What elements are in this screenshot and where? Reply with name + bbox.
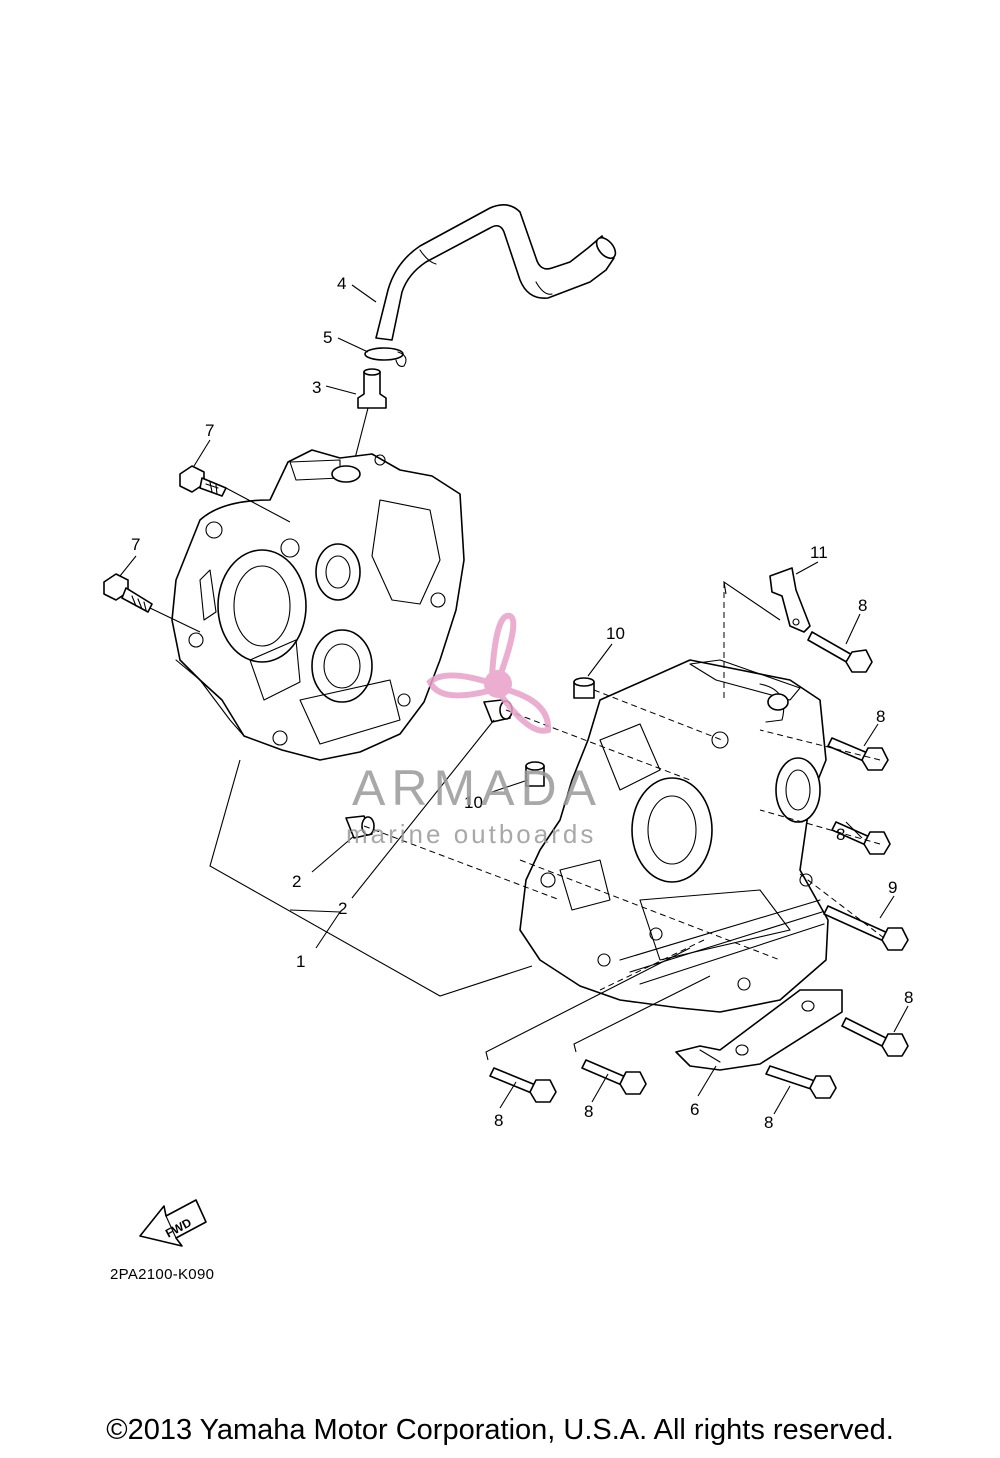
- diagram-code: 2PA2100-K090: [110, 1266, 215, 1283]
- callout-8: 8: [876, 707, 885, 726]
- callout-7: 7: [205, 421, 214, 440]
- bracket: [769, 567, 811, 633]
- callout-8: 8: [764, 1113, 773, 1132]
- callout-4: 4: [337, 274, 346, 293]
- propeller-logo-icon: [426, 612, 552, 734]
- callout-2: 2: [292, 872, 301, 891]
- callout-8: 8: [858, 596, 867, 615]
- bolt-7-upper: [179, 465, 227, 497]
- breather-hose: [375, 204, 617, 341]
- callout-10: 10: [606, 624, 625, 643]
- callout-labels: 1 2 2 3 4 5 6 7 7 8 8 8 8 8 8 8 9 10 10 …: [131, 274, 913, 1132]
- hose-clip: [364, 347, 407, 367]
- callout-10: 10: [464, 793, 483, 812]
- watermark: ARMADA marine outboards: [346, 612, 602, 849]
- collar-upper: [573, 677, 595, 699]
- bolt-8-right: [841, 1017, 909, 1057]
- watermark-title: ARMADA: [352, 760, 602, 816]
- dowel-pin-lower: [345, 815, 375, 839]
- callout-6: 6: [690, 1100, 699, 1119]
- guide-plate: [675, 989, 843, 1071]
- callout-8: 8: [584, 1102, 593, 1121]
- collar-lower: [525, 761, 545, 787]
- callout-8: 8: [904, 988, 913, 1007]
- bolt-8-bottom-right: [765, 1065, 837, 1099]
- leader-lines: [119, 284, 909, 1115]
- callout-9: 9: [888, 878, 897, 897]
- callout-3: 3: [312, 378, 321, 397]
- callout-7: 7: [131, 535, 140, 554]
- bolt-8-top: [807, 631, 873, 673]
- bolt-9: [823, 905, 909, 951]
- callout-5: 5: [323, 328, 332, 347]
- bolt-8-bottom-left: [489, 1067, 557, 1103]
- crankcase-left-half: [171, 449, 465, 761]
- callout-2: 2: [338, 899, 347, 918]
- bolt-8-bottom-mid: [581, 1059, 647, 1095]
- fwd-arrow-icon: FWD: [139, 1199, 207, 1247]
- bolt-8-mid2: [831, 821, 891, 855]
- callout-8: 8: [836, 825, 845, 844]
- crankcase-right-half: [519, 659, 829, 1013]
- watermark-subtitle: marine outboards: [346, 819, 596, 849]
- breather-pipe: [357, 368, 387, 409]
- callout-8: 8: [494, 1111, 503, 1130]
- copyright-notice: ©2013 Yamaha Motor Corporation, U.S.A. A…: [106, 1414, 894, 1446]
- callout-11: 11: [810, 543, 828, 562]
- callout-1: 1: [296, 952, 305, 971]
- bolt-7-lower: [103, 573, 153, 613]
- alignment-lines: [363, 582, 885, 991]
